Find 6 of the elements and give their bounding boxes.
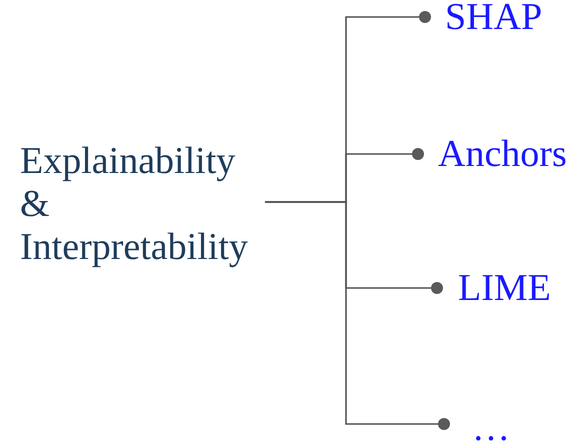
method-label: … [444,405,510,447]
method-label: SHAP [425,0,542,36]
topic-label: Explainability & Interpretability [20,140,265,269]
method-label: Anchors [418,135,567,173]
method-label: LIME [437,269,551,307]
connector [265,201,450,430]
